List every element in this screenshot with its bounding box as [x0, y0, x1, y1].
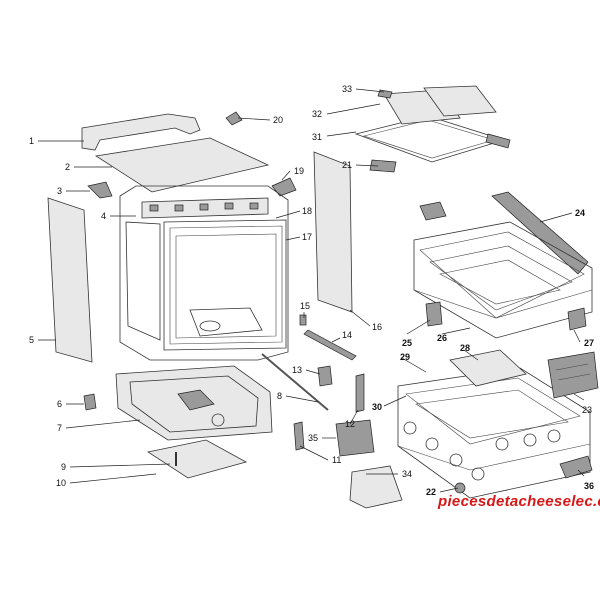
part-7-base-tray	[115, 365, 273, 441]
callout-35: 35	[308, 433, 318, 443]
callout-13: 13	[292, 365, 302, 375]
part-12-small	[355, 373, 365, 413]
part-3-hinge	[87, 181, 113, 199]
part-31-33-cutlery-tray	[354, 85, 511, 173]
part-20-clip	[225, 111, 243, 126]
part-28-36-lower-basket	[397, 349, 593, 499]
part-34-wheel-assembly	[349, 465, 403, 509]
callout-36: 36	[584, 481, 594, 491]
part-6-bracket	[83, 393, 97, 411]
callout-31: 31	[312, 132, 322, 142]
callout-27: 27	[584, 338, 594, 348]
callout-28: 28	[460, 343, 470, 353]
callout-16: 16	[372, 322, 382, 332]
callout-15: 15	[300, 301, 310, 311]
callout-20: 20	[273, 115, 283, 125]
leader-lines	[38, 88, 585, 493]
part-1-top-bar	[81, 113, 201, 151]
part-15-sensor	[299, 314, 307, 326]
callout-10: 10	[56, 478, 66, 488]
part-13-bracket	[317, 365, 333, 387]
part-5-side-panel	[47, 197, 93, 363]
callout-11: 11	[332, 455, 341, 465]
callout-19: 19	[294, 166, 304, 176]
part-23-cutlery-basket	[547, 351, 599, 399]
callout-18: 18	[302, 206, 312, 216]
callout-29: 29	[400, 352, 410, 362]
callout-12: 12	[345, 419, 355, 429]
callout-25: 25	[402, 338, 412, 348]
part-8-rod	[261, 353, 329, 411]
part-35-filter	[335, 419, 375, 457]
callout-32: 32	[312, 109, 322, 119]
callout-7: 7	[57, 423, 62, 433]
part-drawings	[47, 85, 599, 509]
callout-2: 2	[65, 162, 70, 172]
watermark-text: piecesdetacheeselec.com	[438, 493, 600, 510]
callout-17: 17	[302, 232, 312, 242]
callout-9: 9	[61, 462, 66, 472]
part-14-rail	[303, 329, 357, 361]
callout-8: 8	[277, 391, 282, 401]
callout-30: 30	[372, 402, 382, 412]
callout-22: 22	[426, 487, 436, 497]
part-11-valve	[293, 421, 305, 451]
part-10-base-plate	[146, 439, 248, 479]
callout-6: 6	[57, 399, 62, 409]
callout-14: 14	[342, 330, 352, 340]
part-24-spray-rail	[491, 191, 589, 275]
callout-33: 33	[342, 84, 352, 94]
part-2-worktop	[94, 137, 270, 193]
callout-numbers: 1 2 3 4 5 6 7 8 9 10 11 12 13 14 15 16 1…	[29, 84, 594, 497]
callout-26: 26	[437, 333, 447, 343]
callout-3: 3	[57, 186, 62, 196]
callout-21: 21	[342, 160, 352, 170]
callout-4: 4	[101, 211, 106, 221]
part-4-tub	[119, 185, 289, 361]
part-16-side-panel	[313, 151, 353, 313]
callout-5: 5	[29, 335, 34, 345]
callout-23: 23	[582, 405, 592, 415]
part-19-hinge	[271, 177, 297, 197]
callout-1: 1	[29, 136, 34, 146]
callout-34: 34	[402, 469, 412, 479]
callout-24: 24	[575, 208, 585, 218]
part-25-27-upper-basket	[413, 201, 593, 339]
